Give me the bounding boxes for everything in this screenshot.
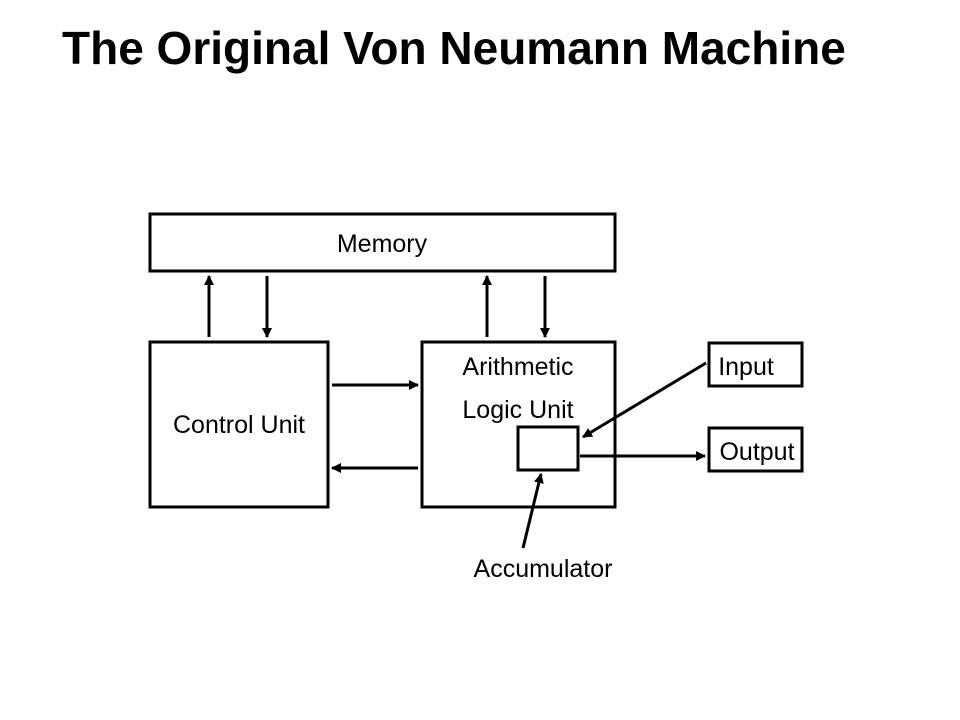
control-unit-box bbox=[148, 340, 330, 509]
output-box bbox=[707, 426, 804, 473]
alu-box bbox=[420, 340, 617, 509]
arrow-label-to-accumulator bbox=[521, 473, 544, 549]
accumulator-box bbox=[516, 425, 580, 472]
output-block: Output bbox=[707, 426, 804, 473]
arrow-input-to-accumulator bbox=[582, 361, 707, 439]
alu-block: Arithmetic Logic Unit bbox=[420, 340, 617, 509]
control-unit-block: Control Unit bbox=[148, 340, 330, 509]
slide-title: The Original Von Neumann Machine bbox=[62, 22, 846, 74]
memory-label: Memory bbox=[337, 230, 428, 258]
alu-label-line2: Logic Unit bbox=[462, 396, 573, 424]
input-label: Input bbox=[718, 353, 774, 381]
input-box bbox=[707, 341, 804, 388]
memory-box bbox=[148, 212, 617, 273]
output-label: Output bbox=[719, 438, 794, 466]
memory-block: Memory bbox=[148, 212, 617, 273]
alu-label-line1: Arithmetic bbox=[462, 353, 573, 381]
accumulator-label: Accumulator bbox=[474, 555, 613, 583]
control-unit-label: Control Unit bbox=[173, 411, 305, 439]
input-block: Input bbox=[707, 341, 804, 388]
